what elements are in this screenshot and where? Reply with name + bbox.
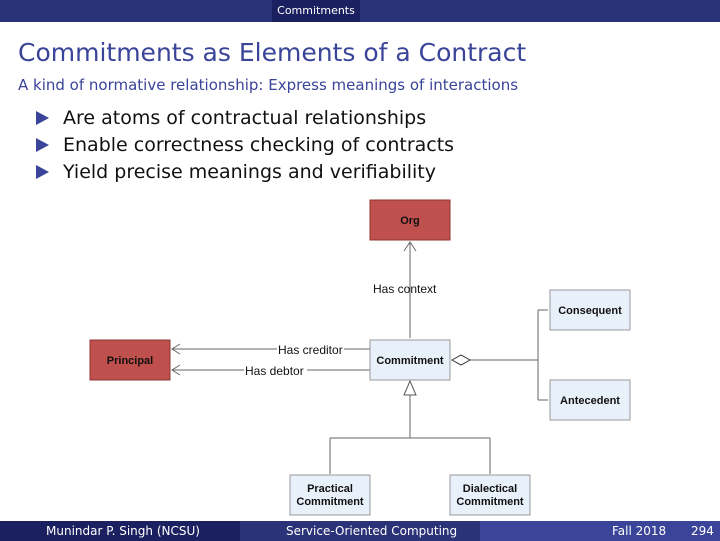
slide-subtitle: A kind of normative relationship: Expres… [18,76,519,94]
label-has-context: Has context [373,282,437,296]
bullet-item: Enable correctness checking of contracts [36,131,454,158]
generalization-triangle-icon [403,379,417,396]
footer-term: Fall 2018 [612,524,667,538]
composition-diamond-icon [450,354,472,366]
footer-page-number: 294 [691,524,714,538]
label-has-creditor: Has creditor [278,343,343,357]
svg-text:Antecedent: Antecedent [560,395,620,407]
svg-text:Commitment: Commitment [296,496,364,508]
bullet-text: Yield precise meanings and verifiability [63,160,436,183]
node-commitment: Commitment [369,339,451,381]
arrowhead-icon [171,343,181,355]
bullet-triangle-icon [36,137,49,152]
section-title: Commitments [272,0,360,22]
svg-text:Commitment: Commitment [376,355,444,367]
bullet-text: Enable correctness checking of contracts [63,133,455,156]
node-antecedent: Antecedent [549,379,631,421]
node-dialectical-commitment: Dialectical Commitment [449,474,531,516]
svg-text:Dialectical: Dialectical [463,483,517,495]
svg-text:Org: Org [400,215,420,227]
commitment-diagram: Has context Has creditor Has debtor Org … [89,199,631,516]
bullet-item: Yield precise meanings and verifiability [36,158,454,185]
bullet-triangle-icon [36,164,49,179]
slide-title: Commitments as Elements of a Contract [18,38,527,67]
node-principal: Principal [89,339,171,381]
bullet-text: Are atoms of contractual relationships [63,106,427,129]
svg-text:Commitment: Commitment [456,496,524,508]
footer-course: Service-Oriented Computing [286,524,458,538]
label-has-debtor: Has debtor [245,364,304,378]
node-practical-commitment: Practical Commitment [289,474,371,516]
arrowhead-icon [171,364,181,376]
bullet-list: Are atoms of contractual relationships E… [36,104,454,185]
node-consequent: Consequent [549,289,631,331]
footer-bar: Munindar P. Singh (NCSU) Service-Oriente… [0,521,720,541]
footer-author: Munindar P. Singh (NCSU) [46,524,200,538]
arrowhead-icon [403,241,417,252]
node-org: Org [369,199,451,241]
bullet-triangle-icon [36,110,49,125]
bullet-item: Are atoms of contractual relationships [36,104,454,131]
header-bar: Commitments [0,0,720,22]
svg-text:Principal: Principal [107,355,153,367]
svg-text:Consequent: Consequent [558,305,622,317]
svg-text:Practical: Practical [307,483,353,495]
